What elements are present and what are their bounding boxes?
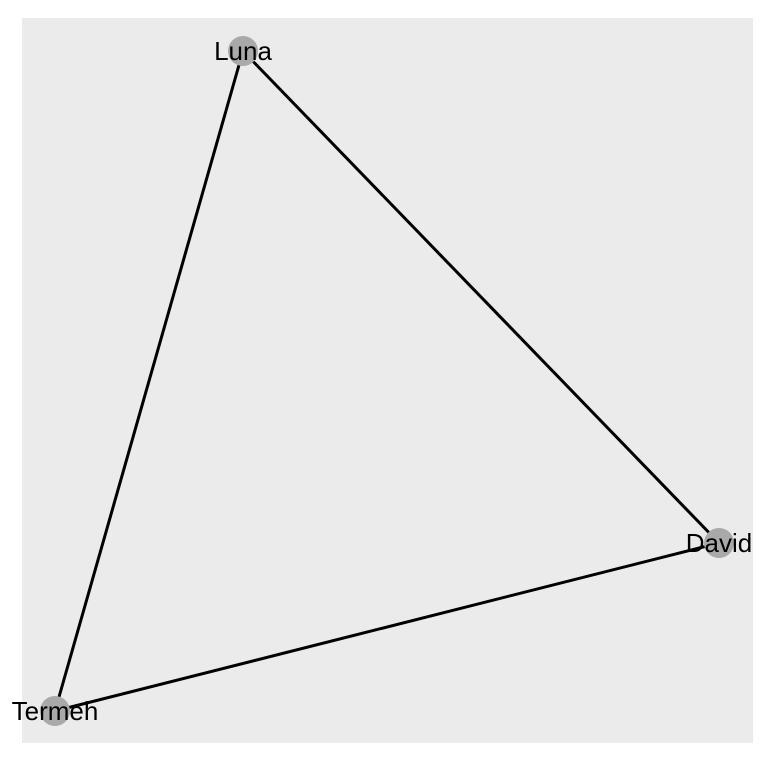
- nodes-layer: Luna David Termeh: [12, 36, 752, 726]
- edge-luna-termeh: [53, 50, 245, 712]
- edges-layer: [53, 49, 721, 713]
- edge-luna-david: [241, 49, 721, 545]
- node-luna-marker: [228, 36, 258, 66]
- node-termeh-label: Termeh: [12, 696, 99, 726]
- edge-david-termeh: [54, 541, 720, 713]
- node-david-label: David: [686, 528, 752, 558]
- node-termeh-marker: [40, 696, 70, 726]
- node-termeh: Termeh: [12, 696, 99, 726]
- node-david-marker: [704, 528, 734, 558]
- node-luna: Luna: [214, 36, 272, 66]
- node-david: David: [686, 528, 752, 558]
- node-luna-label: Luna: [214, 36, 272, 66]
- plot-panel: [22, 18, 753, 743]
